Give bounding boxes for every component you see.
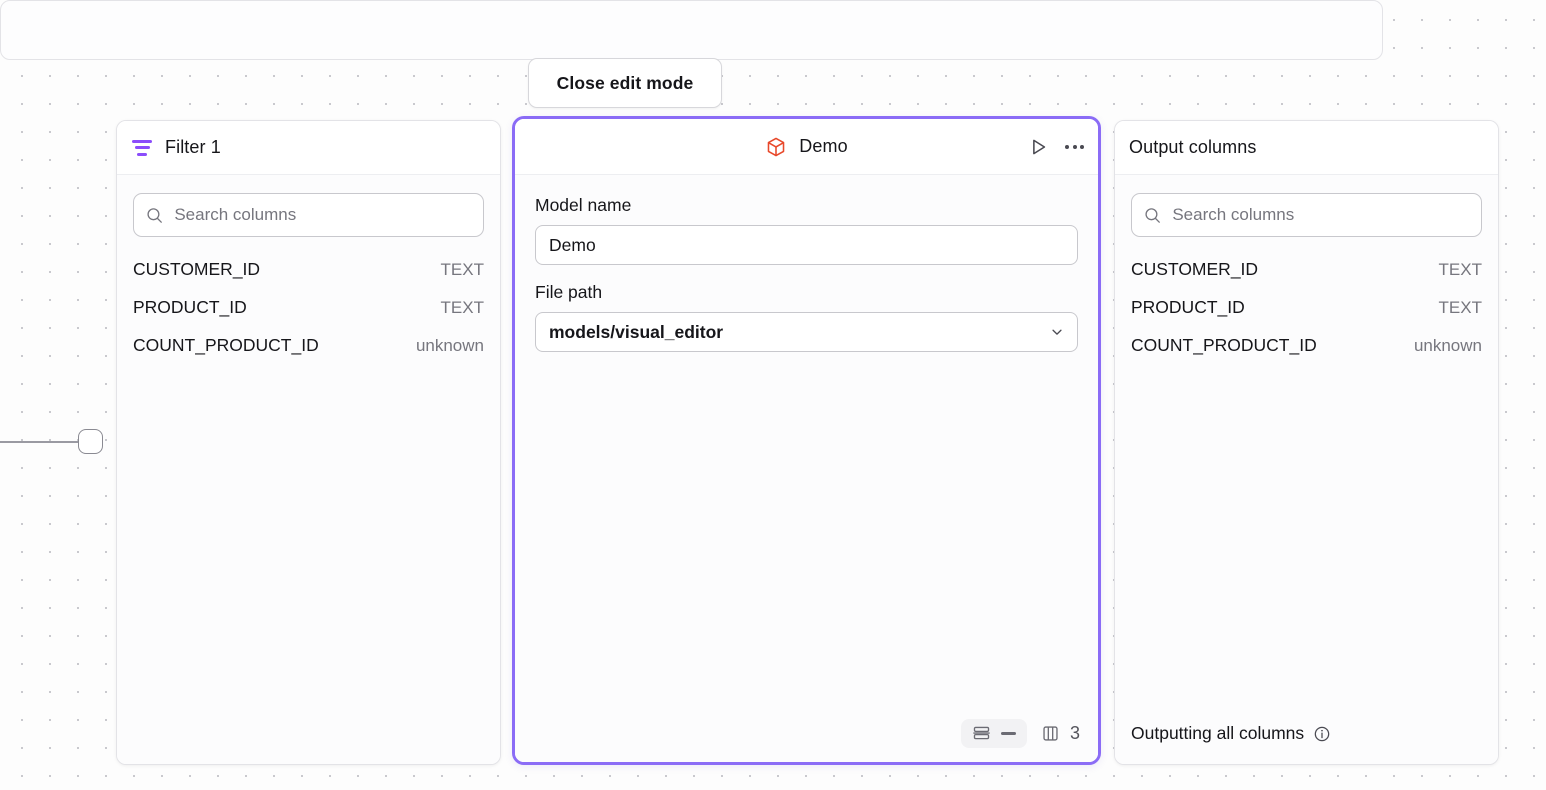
column-type: TEXT: [440, 260, 484, 279]
cube-icon: [767, 137, 785, 156]
column-type: TEXT: [1438, 298, 1482, 317]
bottom-node-partial[interactable]: [0, 0, 1383, 60]
demo-node-footer: 3: [515, 719, 1098, 762]
table-row[interactable]: PRODUCT_ID TEXT: [133, 297, 484, 335]
filter-search-input[interactable]: [174, 205, 471, 225]
model-name-input[interactable]: [535, 225, 1078, 265]
file-path-select[interactable]: models/visual_editor: [535, 312, 1078, 352]
column-count-value: 3: [1069, 723, 1080, 743]
table-row[interactable]: PRODUCT_ID TEXT: [1131, 297, 1482, 335]
more-options-button[interactable]: [1065, 144, 1084, 149]
filter-search-box[interactable]: [133, 193, 484, 237]
table-row[interactable]: CUSTOMER_ID TEXT: [1131, 259, 1482, 297]
table-row[interactable]: COUNT_PRODUCT_ID unknown: [1131, 335, 1482, 373]
demo-form: Model name File path models/visual_edito…: [515, 175, 1098, 719]
output-column-list: CUSTOMER_ID TEXT PRODUCT_ID TEXT COUNT_P…: [1131, 259, 1482, 373]
output-columns-node[interactable]: Output columns CUSTOMER_ID TEXT PRODUCT_…: [1114, 120, 1499, 765]
output-search-box[interactable]: [1131, 193, 1482, 237]
table-row[interactable]: COUNT_PRODUCT_ID unknown: [133, 335, 484, 373]
column-type: unknown: [1413, 336, 1482, 355]
output-node-header: Output columns: [1115, 121, 1498, 175]
table-row[interactable]: CUSTOMER_ID TEXT: [133, 259, 484, 297]
column-name: CUSTOMER_ID: [1131, 259, 1259, 279]
filter-node-body: CUSTOMER_ID TEXT PRODUCT_ID TEXT COUNT_P…: [117, 175, 500, 764]
filter-icon: [131, 139, 153, 156]
connection-edge: [0, 441, 82, 443]
column-type: TEXT: [440, 298, 484, 317]
play-icon: [1033, 139, 1046, 154]
column-name: COUNT_PRODUCT_ID: [133, 335, 319, 355]
column-name: PRODUCT_ID: [1131, 297, 1245, 317]
file-path-value: models/visual_editor: [549, 321, 724, 342]
output-node-footer: Outputting all columns: [1115, 723, 1498, 764]
output-node-body: CUSTOMER_ID TEXT PRODUCT_ID TEXT COUNT_P…: [1115, 175, 1498, 723]
filter-node-title: Filter 1: [165, 137, 221, 157]
outputting-status-text: Outputting all columns: [1131, 723, 1305, 743]
rows-icon: [973, 726, 990, 740]
ellipsis-icon: [1065, 144, 1084, 149]
file-path-label: File path: [535, 282, 603, 302]
model-name-label: Model name: [535, 195, 632, 215]
run-button[interactable]: [1027, 136, 1049, 158]
column-name: CUSTOMER_ID: [133, 259, 261, 279]
output-search-input[interactable]: [1172, 205, 1469, 225]
chevron-down-icon: [1052, 329, 1062, 335]
search-icon: [147, 207, 162, 223]
columns-icon: [1043, 726, 1058, 741]
filter-column-list: CUSTOMER_ID TEXT PRODUCT_ID TEXT COUNT_P…: [133, 259, 484, 373]
search-icon: [1145, 207, 1160, 223]
row-count-pill[interactable]: [960, 719, 1027, 748]
info-icon[interactable]: [1313, 725, 1331, 743]
demo-node-title: Demo: [799, 136, 848, 156]
column-type: TEXT: [1438, 260, 1482, 279]
filter-node-header: Filter 1: [117, 121, 500, 175]
filter-node[interactable]: Filter 1 CUSTOMER_ID TEXT PRODUCT_ID TEX…: [116, 120, 501, 765]
column-name: PRODUCT_ID: [133, 297, 247, 317]
output-node-title: Output columns: [1129, 137, 1257, 157]
column-type: unknown: [415, 336, 484, 355]
column-count-group[interactable]: 3: [1041, 723, 1080, 744]
row-count-value: [1000, 732, 1016, 735]
close-edit-mode-button[interactable]: Close edit mode: [528, 58, 722, 108]
demo-node-header: Demo: [515, 119, 1098, 175]
column-name: COUNT_PRODUCT_ID: [1131, 335, 1317, 355]
connection-handle[interactable]: [78, 429, 103, 454]
demo-model-node[interactable]: Demo Model name File path: [512, 116, 1101, 765]
